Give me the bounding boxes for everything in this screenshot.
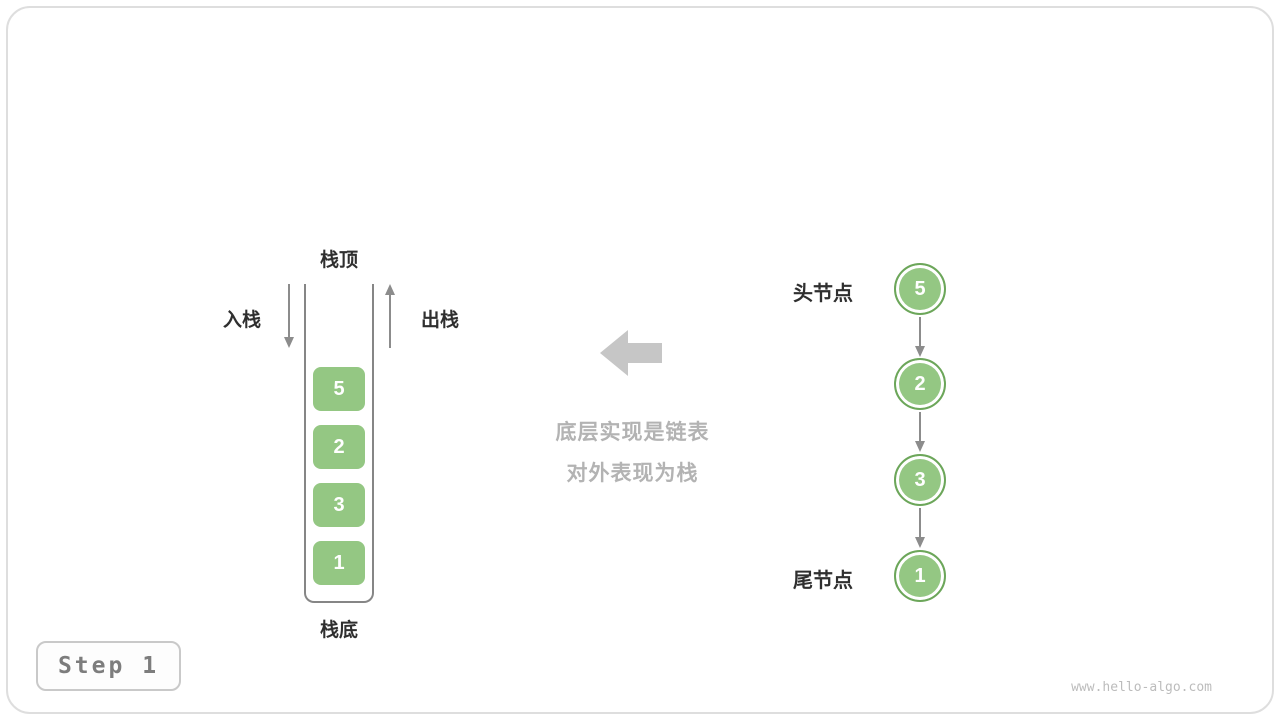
step-badge: Step 1: [36, 641, 181, 691]
linked-list-node: 1: [894, 550, 946, 602]
watermark-url: www.hello-algo.com: [1071, 680, 1212, 695]
annotation-line-2: 对外表现为栈: [566, 462, 699, 485]
stack-item: 5: [313, 367, 365, 411]
push-label: 入栈: [222, 310, 261, 331]
left-block-arrow-icon: [600, 330, 662, 376]
tail-node-label: 尾节点: [793, 570, 853, 592]
stack-item: 2: [313, 425, 365, 469]
link-down-arrow-icon: [915, 508, 925, 548]
linked-list-node: 5: [894, 263, 946, 315]
pop-up-arrow-icon: [385, 284, 395, 348]
pop-label: 出栈: [420, 310, 459, 331]
link-down-arrow-icon: [915, 317, 925, 357]
stack-bottom-label: 栈底: [319, 620, 358, 641]
stack-container: 5 2 3 1: [304, 284, 374, 603]
head-node-label: 头节点: [793, 283, 853, 305]
push-down-arrow-icon: [284, 284, 294, 348]
stack-item: 1: [313, 541, 365, 585]
link-down-arrow-icon: [915, 412, 925, 452]
stack-top-label: 栈顶: [319, 250, 358, 271]
stack-item: 3: [313, 483, 365, 527]
linked-list-node: 3: [894, 454, 946, 506]
annotation-text: 底层实现是链表 对外表现为栈: [495, 412, 770, 494]
annotation-line-1: 底层实现是链表: [555, 421, 710, 444]
linked-list-node: 2: [894, 358, 946, 410]
